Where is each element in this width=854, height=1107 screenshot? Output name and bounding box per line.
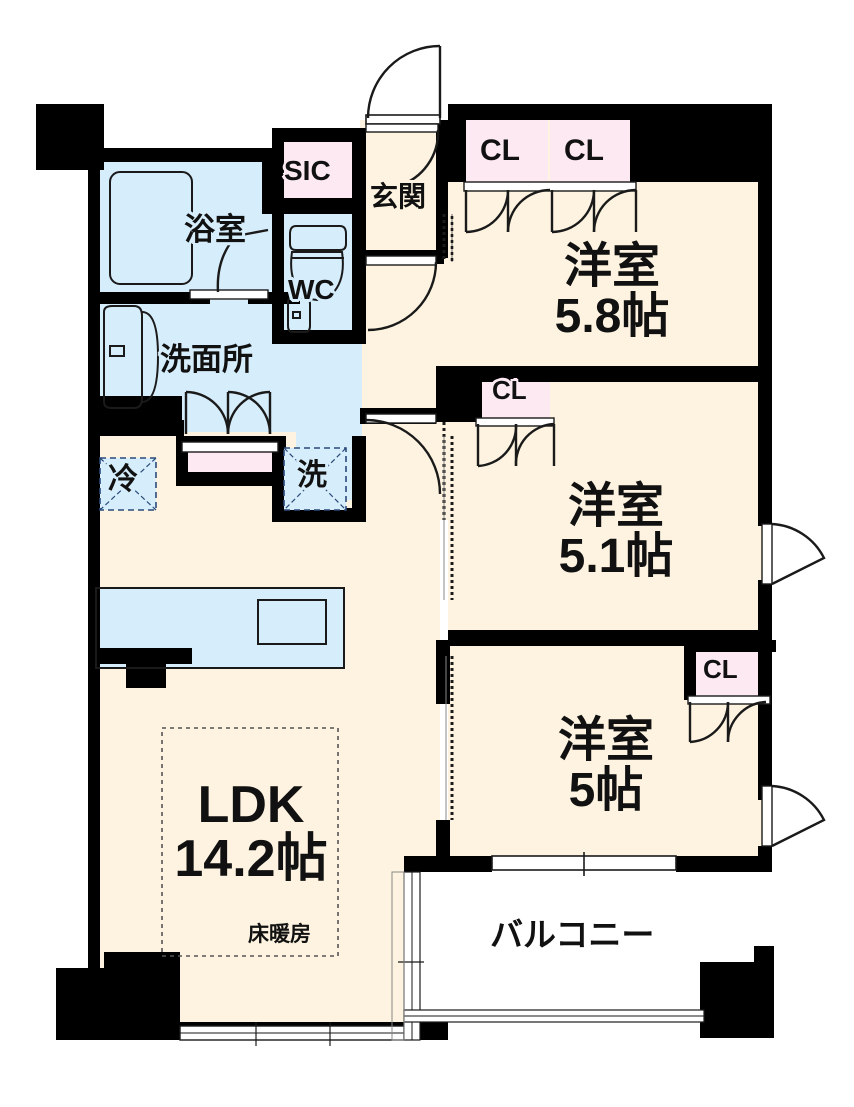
wall-bedroom-n-m [448, 366, 770, 382]
wall-sic-right [352, 128, 366, 212]
exterior-door-south [761, 784, 826, 848]
wall-sic-bottom [272, 198, 366, 214]
wall-washroom-bottom [88, 420, 184, 436]
cl-south-doors [687, 695, 771, 744]
wall-ldk-left [88, 420, 100, 1020]
ldk-floor-fill [96, 420, 440, 1030]
balcony-front-rail [403, 1009, 705, 1023]
washer-label: 洗 [297, 459, 327, 492]
cl-north-2-label: CL [564, 134, 604, 167]
vanity-basin [103, 305, 160, 409]
wall-linen-bottom [176, 472, 276, 486]
wall-right-outer-2 [758, 580, 772, 794]
wall-sic-left [272, 128, 284, 212]
wall-bedroom-n-top [448, 104, 770, 120]
wall-wc-right [352, 212, 366, 342]
sic-label: SIC [284, 155, 331, 186]
entrance-label: 玄関 [370, 181, 427, 212]
kitchen-sink-outline [257, 599, 327, 645]
wall-right-jamb-a [758, 510, 772, 526]
toilet-fixture-icon [287, 225, 347, 333]
toilet-label: WC [288, 274, 335, 305]
wall-bedroom-s-left2 [436, 820, 450, 872]
genkan-inner-door [365, 123, 440, 188]
doors [181, 44, 826, 848]
wall-bath-washroom [88, 292, 210, 304]
appliance-crosses [99, 447, 347, 511]
bathroom-label: 浴室 [184, 212, 246, 247]
washroom-closet-doors [181, 390, 279, 453]
kitchen-counter-outline [95, 587, 345, 669]
exterior-door-middle [761, 522, 826, 586]
thin-outlines [95, 171, 345, 669]
cl-north-1-label: CL [480, 134, 520, 167]
cl-south-fill [690, 648, 770, 698]
toilet-fill [278, 212, 358, 340]
wall-bedroom-s-left [436, 640, 450, 704]
bathroom-door [189, 228, 269, 300]
cl-north-1-fill [464, 120, 548, 182]
wall-laundry-left [272, 436, 286, 522]
wall-cl-n-left [448, 118, 466, 182]
balcony-sliding-door-south [491, 852, 677, 876]
entrance-door [365, 44, 442, 125]
wall-wc-bottom [272, 330, 366, 344]
entrance-floor-fill [360, 120, 450, 210]
ldk-sliding-window [179, 1022, 405, 1046]
windows [179, 214, 705, 1046]
floor-heating-label: 床暖房 [248, 923, 311, 946]
wall-top-bath [88, 148, 280, 162]
cl-north-2-fill [550, 120, 634, 182]
wall-laundry-right [352, 436, 366, 522]
wall-corridor-right-upper [436, 120, 448, 216]
refrigerator-label: 冷 [108, 463, 138, 496]
washroom-label: 洗面所 [160, 342, 253, 377]
sliding-door-bedroom-middle [443, 436, 454, 600]
ldk-balcony-connector [391, 871, 405, 1041]
sic-fill [278, 138, 358, 198]
cl-middle-label: CL [492, 375, 527, 405]
wall-cl-n-right [630, 118, 770, 182]
closet-fills [184, 120, 770, 698]
cl-south-label: CL [703, 654, 738, 684]
wall-left-wet [88, 148, 100, 306]
wall-sic-top [272, 128, 366, 142]
balcony-label: バルコニー [490, 916, 655, 953]
wall-bedroom-s-bottom2 [676, 856, 772, 872]
floor-heating-region [161, 727, 339, 957]
wall-laundry-bottom [272, 508, 366, 522]
wall-wc-left [272, 212, 284, 342]
sliding-door-bedroom-south [445, 656, 454, 820]
cl-middle-doors [475, 417, 556, 468]
wall-right-outer-1 [758, 104, 772, 522]
corridor-door-1 [365, 255, 438, 332]
cl-north-doors [463, 181, 638, 234]
wall-block-bottomright2 [754, 946, 774, 1038]
wall-ldk-left-upper [96, 396, 182, 422]
bathtub-outline [109, 171, 193, 285]
corridor-door-2 [365, 413, 442, 495]
wall-cl-s-top [684, 640, 776, 652]
wall-cl-s-left [684, 640, 696, 700]
